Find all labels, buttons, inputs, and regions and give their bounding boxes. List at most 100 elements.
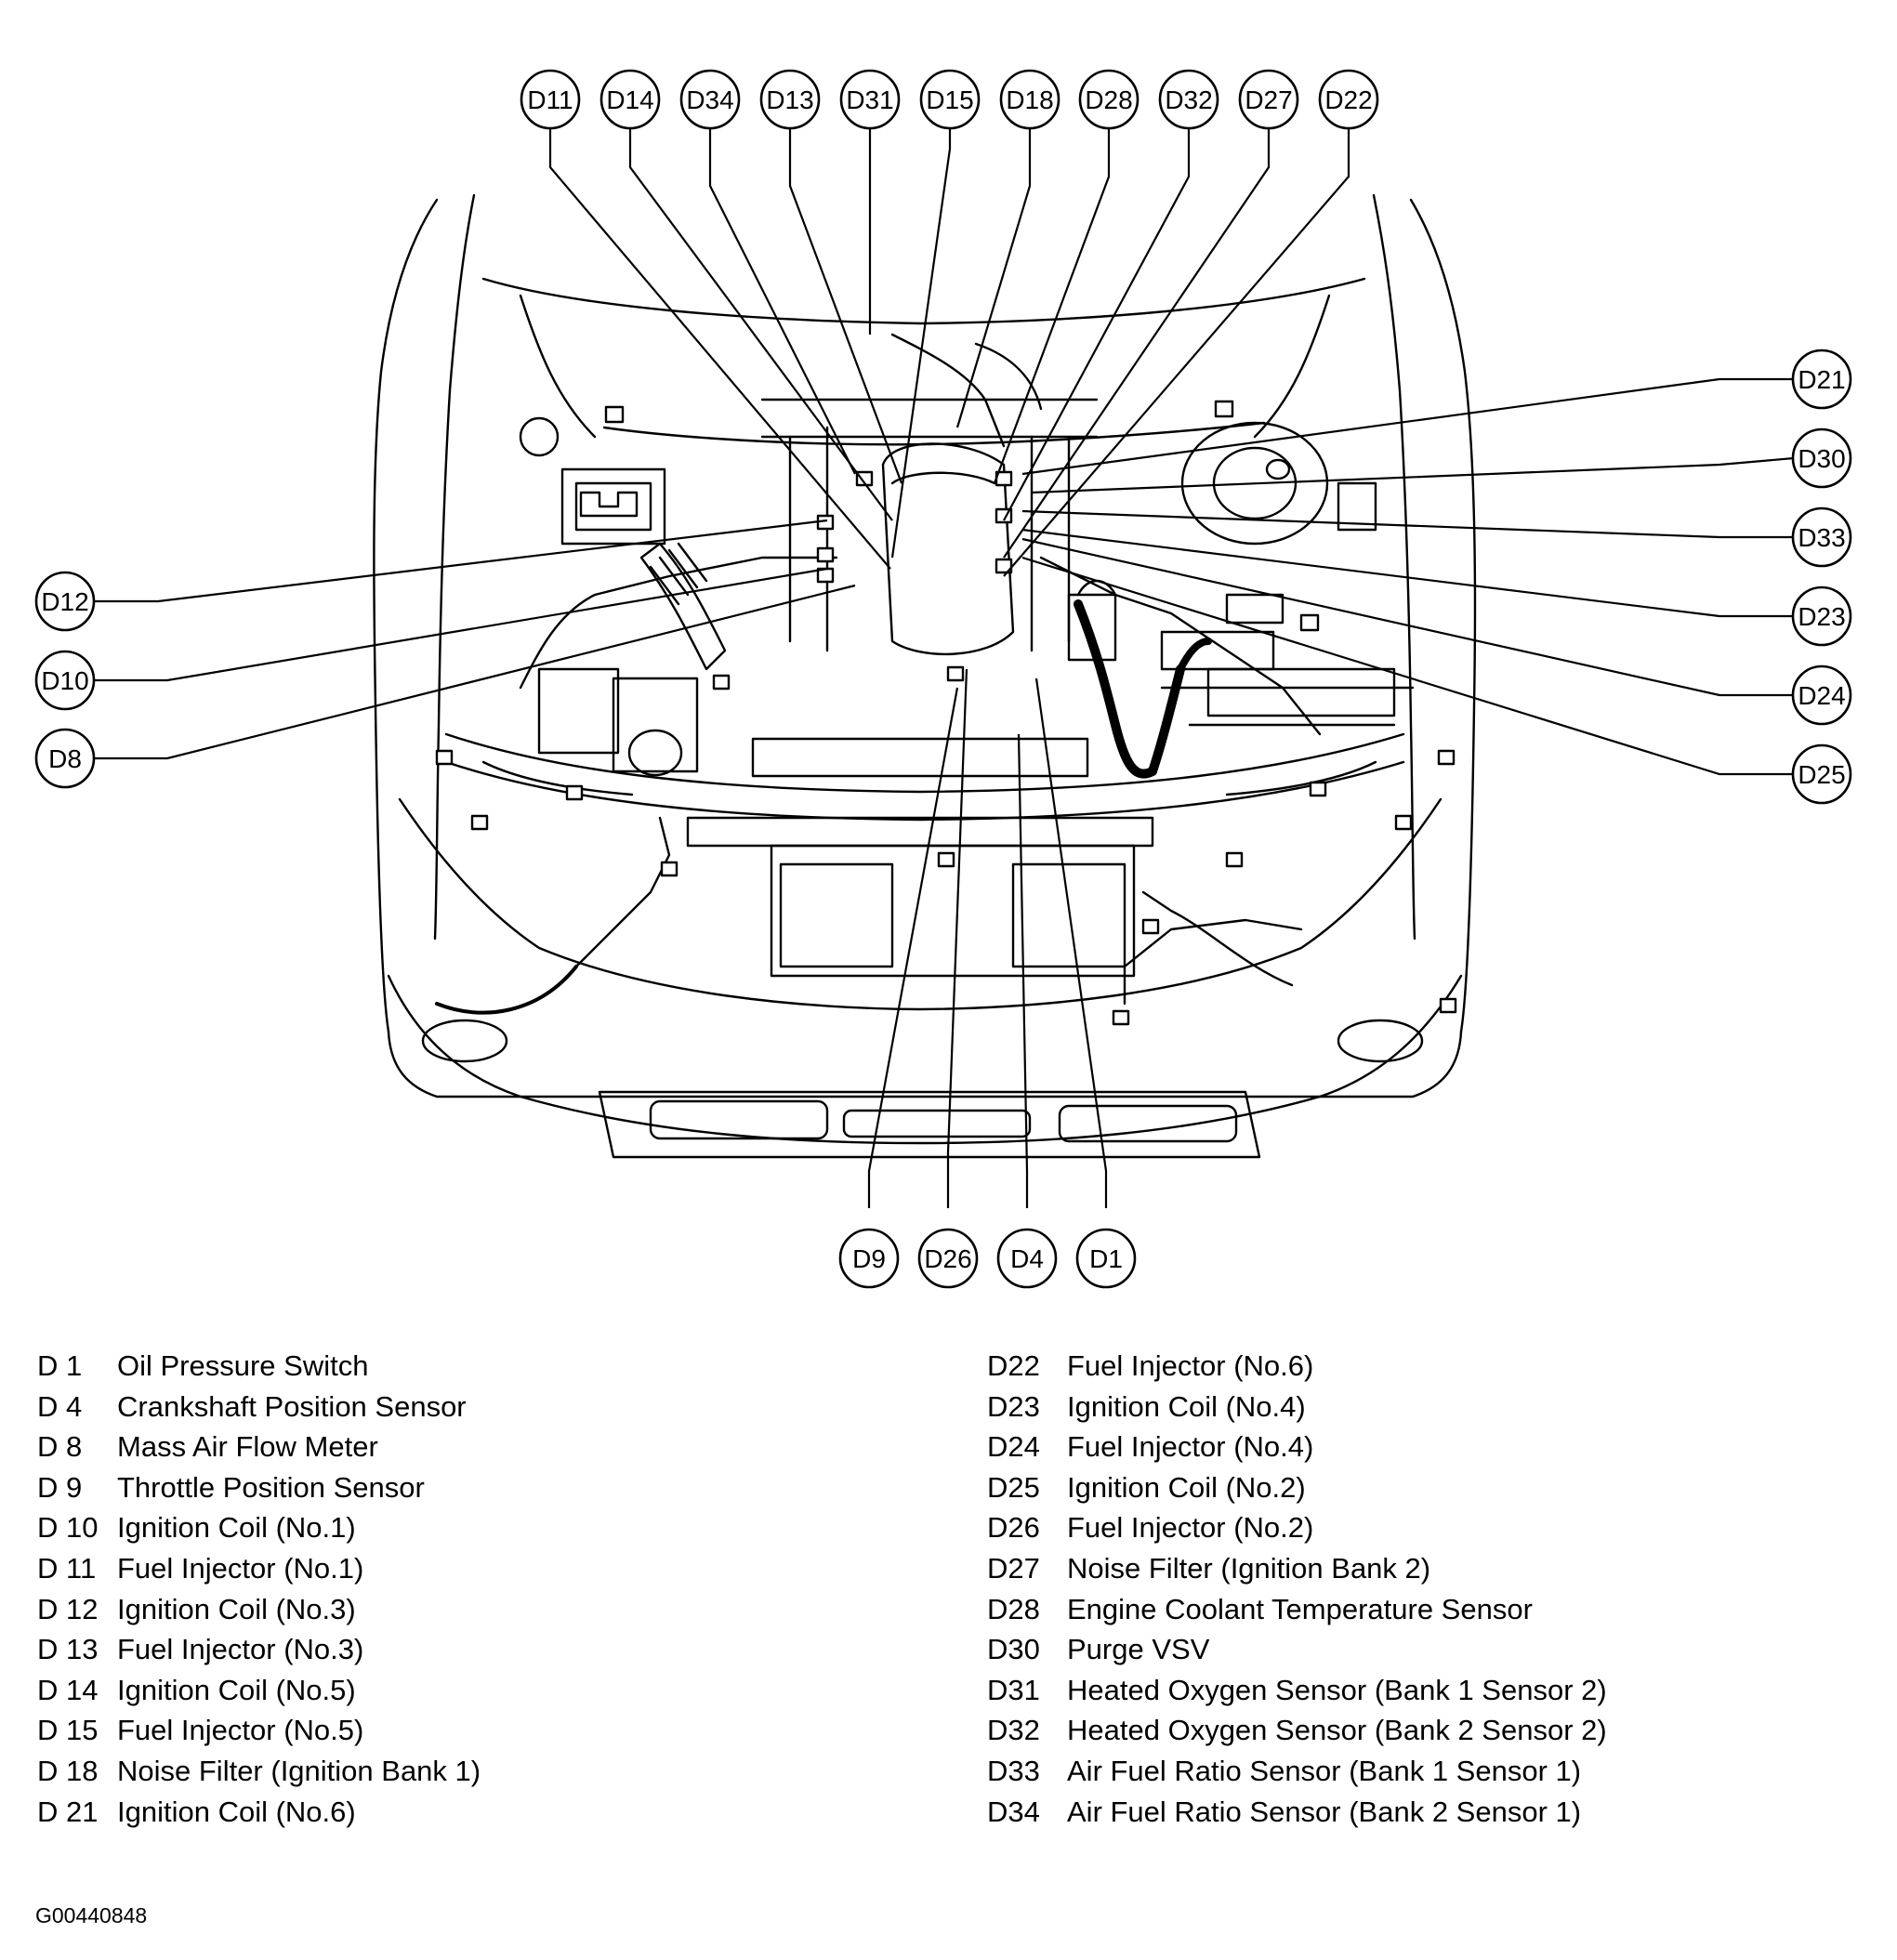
legend-description: Ignition Coil (No.5) xyxy=(117,1673,356,1706)
callout-d28: D28 xyxy=(1078,69,1140,130)
callout-label: D23 xyxy=(1798,602,1845,631)
legend-code: D 13 xyxy=(37,1633,99,1666)
legend-description: Crankshaft Position Sensor xyxy=(117,1389,467,1423)
callout-label: D1 xyxy=(1089,1244,1123,1273)
legend-description: Oil Pressure Switch xyxy=(117,1349,369,1382)
legend-code: D 18 xyxy=(37,1754,99,1787)
callout-d11: D11 xyxy=(520,69,581,130)
legend-description: Ignition Coil (No.2) xyxy=(1067,1470,1306,1504)
legend-description: Air Fuel Ratio Sensor (Bank 2 Sensor 1) xyxy=(1067,1795,1582,1828)
legend-code: D31 xyxy=(987,1673,1040,1706)
legend-code: D 14 xyxy=(37,1673,99,1706)
legend-description: Fuel Injector (No.1) xyxy=(117,1551,364,1585)
callout-label: D22 xyxy=(1324,86,1372,114)
callout-d14: D14 xyxy=(599,69,661,130)
callout-d31: D31 xyxy=(839,69,901,130)
legend-code: D25 xyxy=(987,1470,1040,1504)
callout-label: D25 xyxy=(1798,760,1845,789)
legend-description: Fuel Injector (No.3) xyxy=(117,1633,364,1666)
legend-description: Heated Oxygen Sensor (Bank 1 Sensor 2) xyxy=(1067,1673,1607,1706)
legend-code: D24 xyxy=(987,1430,1040,1464)
legend-description: Noise Filter (Ignition Bank 2) xyxy=(1067,1551,1431,1585)
callout-d32: D32 xyxy=(1158,69,1219,130)
callout-label: D33 xyxy=(1798,523,1845,552)
callout-label: D28 xyxy=(1085,86,1132,114)
callout-label: D26 xyxy=(924,1244,971,1273)
callout-d9: D9 xyxy=(838,1228,900,1289)
callout-d23: D23 xyxy=(1791,585,1852,647)
callout-label: D8 xyxy=(48,744,82,773)
callout-badges: D11 D14 D34 D13 D31 D15 D18 D28 D32 D27 … xyxy=(34,69,1852,1289)
callout-label: D14 xyxy=(606,86,653,114)
callout-label: D21 xyxy=(1798,365,1845,394)
callout-d25: D25 xyxy=(1791,743,1852,805)
legend-code: D26 xyxy=(987,1511,1040,1545)
callout-d26: D26 xyxy=(917,1228,979,1289)
callout-d1: D1 xyxy=(1075,1228,1137,1289)
legend-code: D32 xyxy=(987,1714,1040,1747)
legend-description: Ignition Coil (No.4) xyxy=(1067,1389,1306,1423)
legend-description: Ignition Coil (No.6) xyxy=(117,1795,356,1828)
legend-description: Engine Coolant Temperature Sensor xyxy=(1067,1592,1533,1625)
callout-d13: D13 xyxy=(759,69,821,130)
legend-code: D 11 xyxy=(37,1551,97,1585)
callout-d22: D22 xyxy=(1318,69,1379,130)
callout-d30: D30 xyxy=(1791,428,1852,489)
legend-code: D 9 xyxy=(37,1470,83,1504)
callout-label: D24 xyxy=(1798,681,1845,710)
callout-d27: D27 xyxy=(1238,69,1299,130)
legend-description: Fuel Injector (No.4) xyxy=(1067,1430,1314,1464)
figure-id: G00440848 xyxy=(35,1903,148,1927)
legend-code: D 12 xyxy=(37,1592,99,1625)
legend-code: D23 xyxy=(987,1389,1040,1423)
legend-code: D27 xyxy=(987,1551,1040,1585)
legend-code: D28 xyxy=(987,1592,1040,1625)
legend-description: Throttle Position Sensor xyxy=(117,1470,425,1504)
callout-d12: D12 xyxy=(34,571,96,632)
legend-description: Heated Oxygen Sensor (Bank 2 Sensor 2) xyxy=(1067,1714,1607,1747)
callout-d15: D15 xyxy=(919,69,981,130)
callout-label: D12 xyxy=(41,587,88,616)
legend-code: D 21 xyxy=(37,1795,99,1828)
callout-label: D15 xyxy=(926,86,973,114)
callout-label: D31 xyxy=(846,86,893,114)
callout-d4: D4 xyxy=(996,1228,1058,1289)
vehicle-engine-bay-drawing xyxy=(373,193,1477,1159)
callout-d34: D34 xyxy=(679,69,741,130)
callout-d24: D24 xyxy=(1791,664,1852,726)
legend-code: D 15 xyxy=(37,1714,99,1747)
legend-code: D 1 xyxy=(37,1349,83,1382)
callout-label: D27 xyxy=(1245,86,1292,114)
callout-label: D10 xyxy=(41,666,88,695)
legend-description: Purge VSV xyxy=(1067,1633,1210,1666)
callout-label: D11 xyxy=(527,86,573,114)
legend-description: Ignition Coil (No.3) xyxy=(117,1592,356,1625)
callout-label: D4 xyxy=(1010,1244,1044,1273)
callout-label: D34 xyxy=(686,86,733,114)
legend-code: D 8 xyxy=(37,1430,83,1464)
legend-code: D22 xyxy=(987,1349,1040,1382)
legend-code: D 10 xyxy=(37,1511,99,1545)
callout-d33: D33 xyxy=(1791,506,1852,568)
callout-label: D13 xyxy=(766,86,813,114)
legend-description: Mass Air Flow Meter xyxy=(117,1430,378,1464)
legend-description: Fuel Injector (No.2) xyxy=(1067,1511,1314,1545)
callout-d8: D8 xyxy=(34,728,96,789)
callout-label: D32 xyxy=(1165,86,1212,114)
legend-code: D 4 xyxy=(37,1389,83,1423)
callout-label: D9 xyxy=(852,1244,886,1273)
callout-leader-lines xyxy=(93,121,1795,1208)
legend-description: Ignition Coil (No.1) xyxy=(117,1511,356,1545)
legend-description: Air Fuel Ratio Sensor (Bank 1 Sensor 1) xyxy=(1067,1754,1582,1787)
callout-d10: D10 xyxy=(34,650,96,711)
callout-d21: D21 xyxy=(1791,349,1852,410)
legend-description: Noise Filter (Ignition Bank 1) xyxy=(117,1754,481,1787)
legend-code: D34 xyxy=(987,1795,1040,1828)
engine-connector-diagram: D11 D14 D34 D13 D31 D15 D18 D28 D32 D27 … xyxy=(34,69,1852,1289)
legend-description: Fuel Injector (No.5) xyxy=(117,1714,364,1747)
legend-description: Fuel Injector (No.6) xyxy=(1067,1349,1314,1382)
legend-code: D30 xyxy=(987,1633,1040,1666)
legend-code: D33 xyxy=(987,1754,1040,1787)
callout-d18: D18 xyxy=(999,69,1060,130)
callout-label: D18 xyxy=(1006,86,1053,114)
